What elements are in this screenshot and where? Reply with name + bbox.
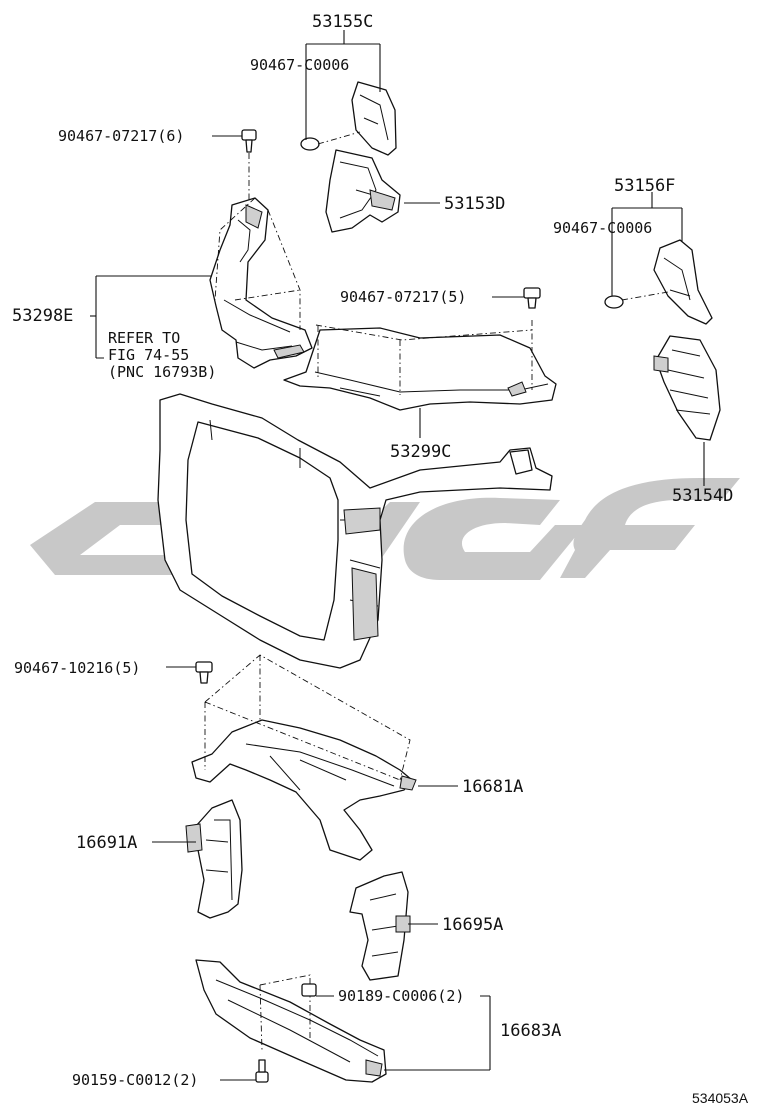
label-53153D: 53153D [444,194,505,214]
part-16683A [195,959,387,1083]
label-90467-07217-6: 90467-07217(6) [58,127,184,145]
label-90467-10216-5: 90467-10216(5) [14,659,140,677]
part-radiator-support [157,393,553,669]
label-53299C: 53299C [390,442,451,462]
leader-lines [90,30,705,1081]
part-53153D [325,149,401,233]
label-90467-C0006-b: 90467-C0006 [553,219,652,237]
part-16691A [185,799,243,919]
label-refer-fig: FIG 74-55 [108,346,189,364]
label-16691A: 16691A [76,833,137,853]
label-90159-C0012-2: 90159-C0012(2) [72,1071,198,1089]
label-16683A: 16683A [500,1021,561,1041]
label-53154D: 53154D [672,486,733,506]
part-16695A [349,871,411,981]
label-16681A: 16681A [462,777,523,797]
label-refer-to: REFER TO [108,329,180,347]
label-53155C: 53155C [312,12,373,32]
clip-90467-10216-5 [195,661,213,684]
label-90467-C0006-a: 90467-C0006 [250,56,349,74]
part-53155C [300,81,397,156]
clip-90467-07217-5 [523,287,541,309]
part-53154D [653,335,721,441]
label-53298E: 53298E [12,306,73,326]
clip-90467-07217-6 [214,129,301,330]
diagram-id: 534053A [692,1090,749,1106]
part-16681A [191,654,417,861]
label-90467-07217-5: 90467-07217(5) [340,288,466,306]
label-16695A: 16695A [442,915,503,935]
label-90189-C0006-2: 90189-C0006(2) [338,987,464,1005]
part-53298E [209,197,313,369]
clip-90189-C0006-2 [301,983,317,997]
label-53156F: 53156F [614,176,675,196]
part-53299C [283,320,557,411]
bolt-90159-C0012-2 [255,1059,269,1083]
part-53156F [604,239,713,325]
label-refer-pnc: (PNC 16793B) [108,363,216,381]
